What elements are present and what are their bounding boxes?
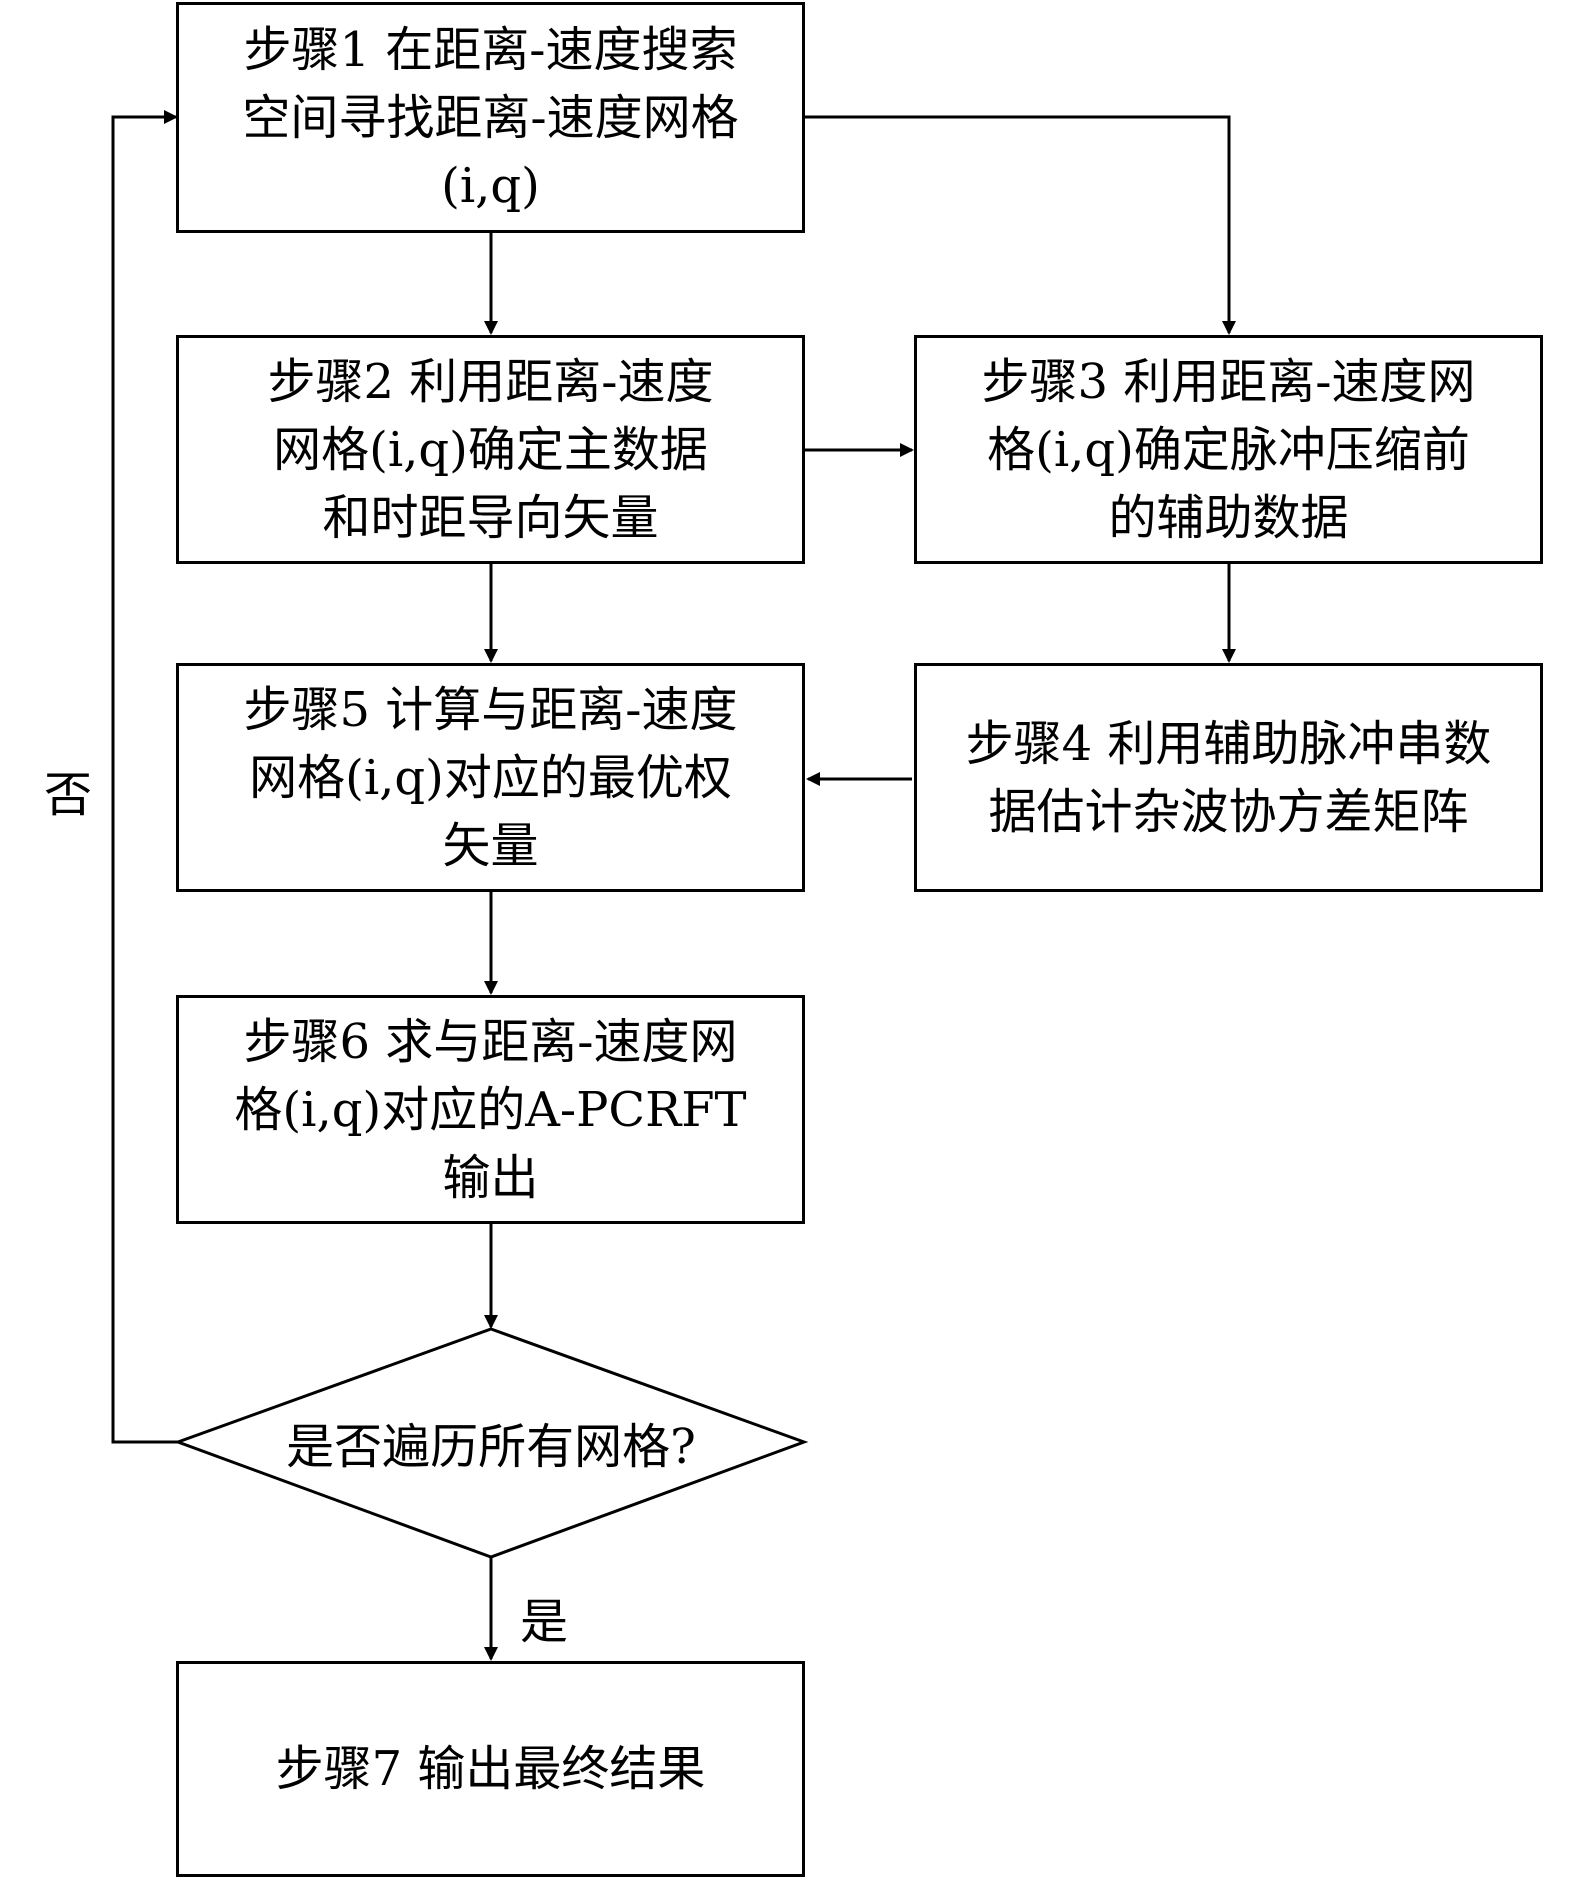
step6-line-2: 格(i,q)对应的A-PCRFT	[234, 1081, 747, 1138]
step1-box: 步骤1 在距离-速度搜索 空间寻找距离-速度网格 (i,q)	[176, 2, 805, 233]
step3-line-1: 步骤3 利用距离-速度网	[981, 353, 1476, 410]
step1-line-3: (i,q)	[441, 157, 540, 214]
step2-box: 步骤2 利用距离-速度 网格(i,q)确定主数据 和时距导向矢量	[176, 335, 805, 564]
step5-line-1: 步骤5 计算与距离-速度	[243, 681, 738, 738]
edge-label-yes: 是	[520, 1594, 569, 1650]
step4-line-2: 据估计杂波协方差矩阵	[988, 783, 1469, 840]
step3-line-2: 格(i,q)确定脉冲压缩前	[987, 421, 1470, 478]
step4-line-1: 步骤4 利用辅助脉冲串数	[965, 715, 1492, 772]
edge-label-no: 否	[44, 767, 93, 823]
step6-box: 步骤6 求与距离-速度网 格(i,q)对应的A-PCRFT 输出	[176, 995, 805, 1224]
step3-line-3: 的辅助数据	[1108, 489, 1349, 546]
step1-line-2: 空间寻找距离-速度网格	[242, 89, 739, 146]
step5-line-2: 网格(i,q)对应的最优权	[249, 749, 732, 806]
step6-line-3: 输出	[442, 1149, 539, 1206]
step6-line-1: 步骤6 求与距离-速度网	[243, 1013, 738, 1070]
step7-line-1: 步骤7 输出最终结果	[275, 1741, 706, 1797]
step2-line-1: 步骤2 利用距离-速度	[267, 353, 714, 410]
step3-box: 步骤3 利用距离-速度网 格(i,q)确定脉冲压缩前 的辅助数据	[914, 335, 1543, 564]
step1-line-1: 步骤1 在距离-速度搜索	[243, 21, 738, 78]
step7-box: 步骤7 输出最终结果	[176, 1661, 805, 1877]
step5-line-3: 矢量	[442, 817, 539, 874]
step2-line-2: 网格(i,q)确定主数据	[273, 421, 708, 478]
arrow-no-loop-to-step1	[111, 110, 178, 1444]
step2-line-3: 和时距导向矢量	[322, 489, 659, 546]
step5-box: 步骤5 计算与距离-速度 网格(i,q)对应的最优权 矢量	[176, 663, 805, 892]
arrow-step1-to-step3	[805, 115, 1236, 335]
decision-question: 是否遍历所有网格?	[286, 1419, 696, 1475]
step4-box: 步骤4 利用辅助脉冲串数 据估计杂波协方差矩阵	[914, 663, 1543, 892]
